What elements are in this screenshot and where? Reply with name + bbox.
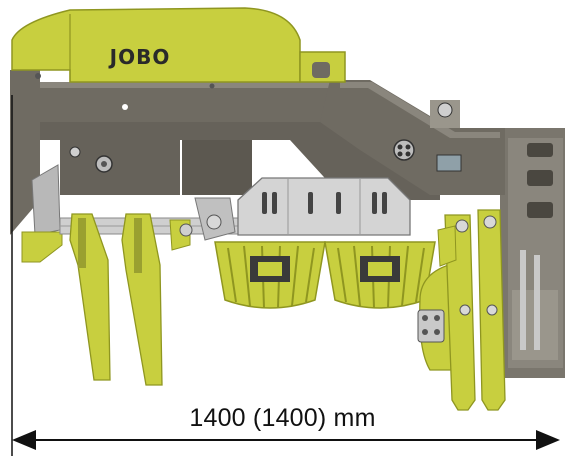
top-hood (11, 7, 346, 89)
dimension-arrow-left (12, 430, 36, 450)
dimension-arrow-right (536, 430, 560, 450)
rotor-hood (237, 177, 411, 236)
lime-tines (69, 213, 193, 386)
right-housing (500, 128, 565, 378)
right-hitch (417, 209, 506, 411)
rotor-left (214, 241, 326, 309)
rotor-right (324, 241, 436, 309)
dimension-line (11, 95, 560, 456)
dimension-label: 1400 (1400) mm (189, 404, 376, 432)
steel-linkage (194, 197, 236, 241)
brand-logo: JOBO (108, 45, 171, 69)
side-guard (21, 164, 63, 263)
